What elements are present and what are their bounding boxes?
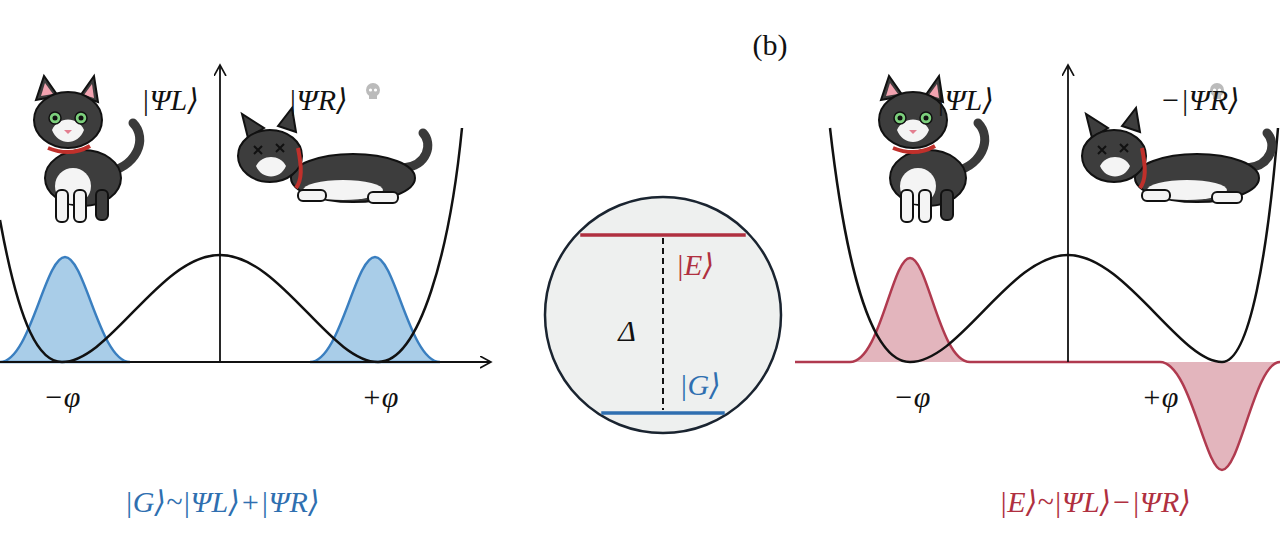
axis-label: −φ [44, 382, 81, 412]
gap-label: Δ [618, 316, 636, 346]
wavefunction-right [310, 257, 440, 362]
gap-dashed-line [662, 238, 664, 410]
dead-cat [1082, 108, 1272, 203]
dead-cat [238, 108, 428, 203]
left-panel [0, 66, 490, 362]
antisymmetric-wavefunction [795, 258, 1280, 470]
ground-level [601, 411, 724, 415]
axis-label: +φ [1142, 382, 1179, 412]
axis-label: |ΨL⟩ [936, 85, 994, 115]
level-label: |E⟩ [676, 250, 714, 280]
state-formula: |G⟩~|ΨL⟩+|ΨR⟩ [124, 487, 319, 517]
y-axis [1067, 66, 1069, 362]
circle-outline [543, 195, 783, 435]
y-axis [219, 66, 221, 362]
axis-label: |ΨR⟩ [288, 85, 347, 115]
circle-shape [545, 197, 781, 433]
panel-label: (b) [753, 30, 788, 60]
axis-label: −|ΨR⟩ [1160, 85, 1240, 115]
alive-cat [34, 76, 140, 222]
right-panel [795, 66, 1280, 470]
x-axis [0, 361, 490, 363]
axis-label: |ΨL⟩ [141, 85, 199, 115]
level-label: |G⟩ [679, 370, 721, 400]
wavefunction-left [0, 257, 130, 362]
axis-label: +φ [362, 382, 399, 412]
skull-icon [366, 83, 380, 99]
axis-label: −φ [894, 382, 931, 412]
excited-level [580, 233, 745, 237]
energy-level-circle: |E⟩ Δ |G⟩ [543, 195, 783, 435]
state-formula: |E⟩~|ΨL⟩−|ΨR⟩ [999, 487, 1191, 517]
